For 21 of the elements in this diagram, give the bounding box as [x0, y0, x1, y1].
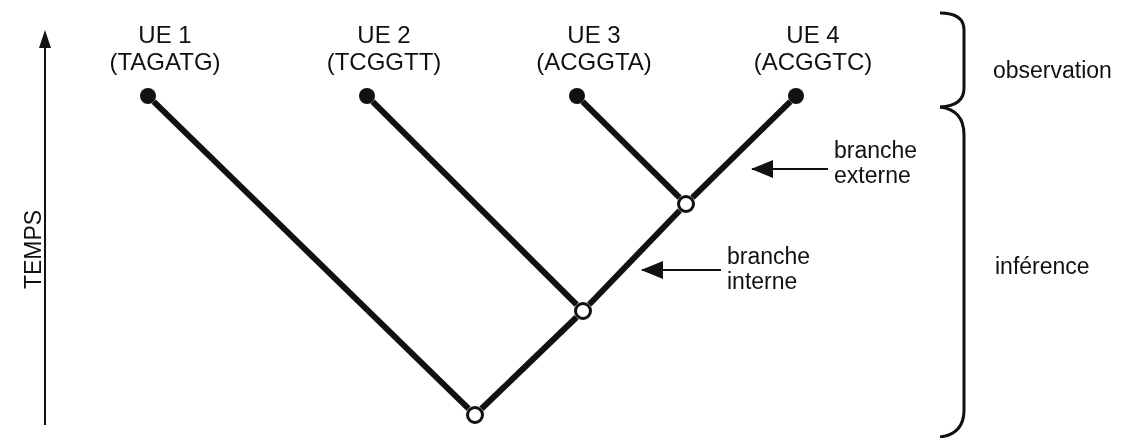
sequence-label: (TAGATG) [109, 48, 221, 75]
taxon-name: UE 4 [786, 21, 840, 48]
bracket-label: observation [993, 57, 1112, 84]
taxon-name: UE 2 [357, 21, 411, 48]
tree-branch [370, 99, 579, 307]
tree-branch [479, 315, 579, 411]
taxon-name: UE 1 [138, 21, 192, 48]
leader-arrow [751, 160, 829, 178]
tree-branch [580, 99, 682, 200]
tree-branch [151, 99, 471, 411]
annotation-text: branche interne [727, 244, 812, 294]
tree-branch [587, 208, 682, 307]
leader-arrow [641, 261, 722, 279]
taxon-name: UE 3 [567, 21, 621, 48]
bracket-label: inférence [995, 253, 1090, 280]
sequence-label: (ACGGTC) [753, 48, 873, 75]
annotation-text: branche externe [834, 138, 919, 188]
tree-branch [690, 99, 793, 200]
sequence-label: (TCGGTT) [326, 48, 442, 75]
axis-label: TEMPS [20, 209, 48, 290]
sequence-label: (ACGGTA) [536, 48, 652, 75]
